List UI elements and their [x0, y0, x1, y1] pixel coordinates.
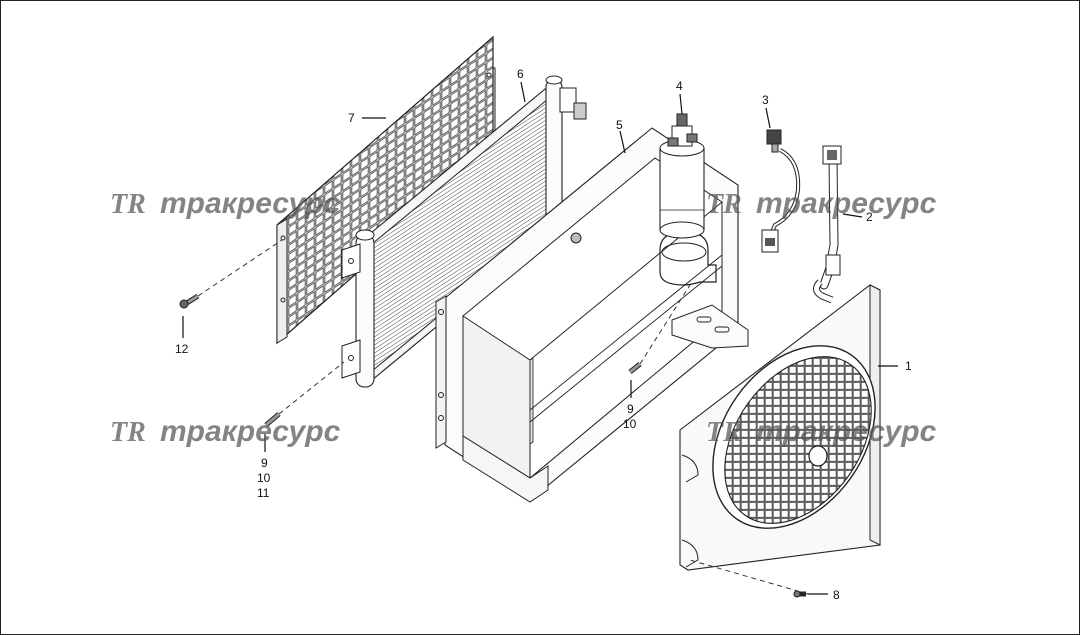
watermark-text: тракресурс: [160, 415, 341, 448]
callout-10-left: 10: [257, 471, 271, 485]
pressure-switch-part-3: [761, 129, 801, 253]
condenser-part-6: [341, 75, 587, 388]
callout-9-left: 9: [261, 456, 268, 470]
callout-12: 12: [175, 342, 189, 356]
leader-lines: [182, 81, 898, 595]
callout-8: 8: [833, 588, 840, 602]
receiver-drier-part-4: [659, 113, 705, 239]
watermark-logo: TR: [110, 417, 146, 448]
watermark-bottom-left: TR тракресурс: [110, 415, 341, 448]
bolt-part-12: [179, 293, 200, 309]
watermark-bottom-right: TR тракресурс: [706, 415, 937, 448]
watermark-logo: TR: [110, 189, 146, 220]
watermark-logo: TR: [706, 189, 742, 220]
callout-9-center: 9: [627, 402, 634, 416]
watermark-text: тракресурс: [756, 415, 937, 448]
watermark-text: тракресурс: [160, 187, 341, 220]
callout-6: 6: [517, 67, 524, 81]
watermark-logo: TR: [706, 417, 742, 448]
watermark-top-right: TR тракресурс: [706, 187, 937, 220]
callout-3: 3: [762, 93, 769, 107]
callout-5: 5: [616, 118, 623, 132]
assembly-guide-lines: [197, 239, 809, 595]
hose-part-2: [813, 145, 842, 304]
bolt-part-9-center: [628, 362, 642, 374]
callout-1: 1: [905, 359, 912, 373]
bolt-part-8: [793, 590, 806, 598]
bolt-part-9-left: [264, 412, 281, 427]
callout-4: 4: [676, 79, 683, 93]
callout-2: 2: [866, 210, 873, 224]
watermark-text: тракресурс: [756, 187, 937, 220]
callout-11-left: 11: [257, 486, 270, 500]
callout-7: 7: [348, 111, 355, 125]
fan-assembly-part-1: [679, 284, 881, 571]
callout-10-center: 10: [623, 417, 637, 431]
watermark-top-left: TR тракресурс: [110, 187, 341, 220]
